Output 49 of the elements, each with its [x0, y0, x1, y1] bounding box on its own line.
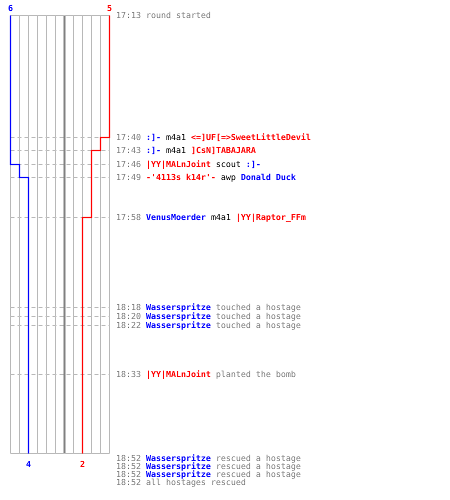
event-time: 17:43 [116, 145, 141, 155]
event-text: touched a hostage [216, 320, 301, 330]
weapon-name: awp [220, 172, 236, 182]
player-name: Wasserspritze [146, 302, 211, 312]
event-time: 18:52 [116, 477, 141, 487]
event-time: 18:52 [116, 461, 141, 471]
event-text: round started [146, 10, 211, 20]
player-count: 6 [7, 3, 14, 13]
player-name: Wasserspritze [146, 320, 211, 330]
player-name: Wasserspritze [146, 311, 211, 321]
player-name: Wasserspritze [146, 453, 211, 463]
event-text: rescued a hostage [216, 469, 301, 479]
event-text: touched a hostage [216, 311, 301, 321]
event-time: 17:49 [116, 172, 141, 182]
player-name: :]- [146, 132, 161, 142]
event-text: touched a hostage [216, 302, 301, 312]
weapon-name: m4a1 [166, 145, 186, 155]
event-text: planted the bomb [216, 369, 296, 379]
event-time: 17:46 [116, 159, 141, 169]
event-text: rescued a hostage [216, 461, 301, 471]
event-time: 18:52 [116, 453, 141, 463]
event-time: 17:40 [116, 132, 141, 142]
player-count: 4 [25, 459, 32, 469]
event-text: rescued a hostage [216, 453, 301, 463]
player-count: 5 [106, 3, 113, 13]
player-count: 2 [79, 459, 86, 469]
player-name: |YY|MALnJoint [146, 369, 211, 379]
player-name: |YY|MALnJoint [146, 159, 211, 169]
player-name: Wasserspritze [146, 469, 211, 479]
event-time: 17:58 [116, 212, 141, 222]
weapon-name: m4a1 [166, 132, 186, 142]
event-text: all hostages rescued [146, 477, 246, 487]
event-time: 18:20 [116, 311, 141, 321]
player-name: Donald Duck [240, 172, 296, 182]
player-name: VenusMoerder [146, 212, 206, 222]
event-time: 18:52 [116, 469, 141, 479]
event-time: 18:22 [116, 320, 141, 330]
event-time: 17:13 [116, 10, 141, 20]
player-name: :]- [146, 145, 161, 155]
player-name: ]CsN]TABAJARA [190, 145, 256, 155]
player-name: -'4113s k14r'- [146, 172, 216, 182]
player-name: <=]UF[=>SweetLittleDevil [190, 132, 311, 142]
weapon-name: scout [216, 159, 241, 169]
player-name: |YY|Raptor_FFm [236, 212, 306, 222]
event-time: 18:33 [116, 369, 141, 379]
player-name: Wasserspritze [146, 461, 211, 471]
event-time: 18:18 [116, 302, 141, 312]
player-name: :]- [246, 159, 261, 169]
weapon-name: m4a1 [210, 212, 231, 222]
